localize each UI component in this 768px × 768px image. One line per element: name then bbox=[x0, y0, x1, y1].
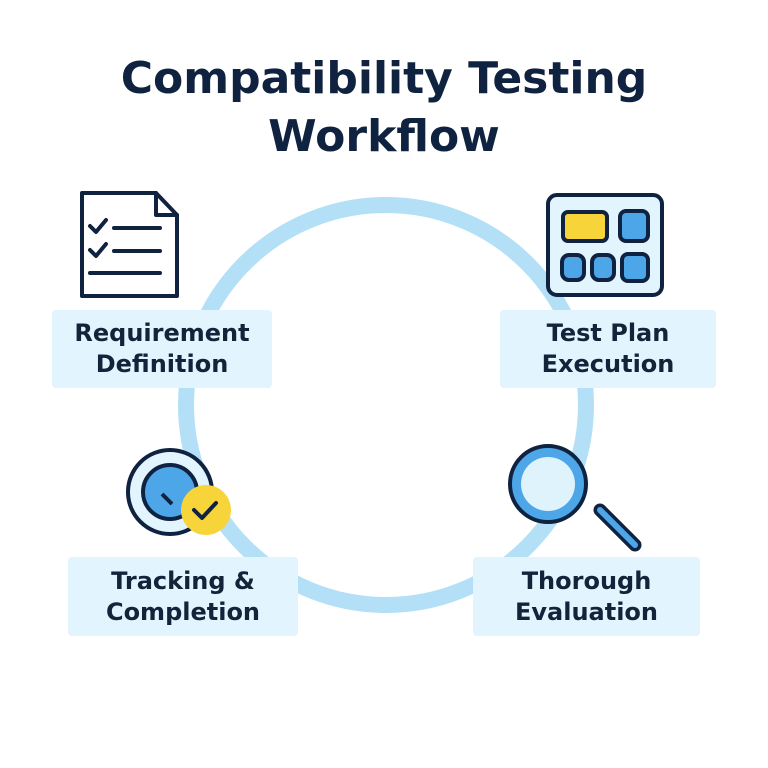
step-label: Requirement bbox=[74, 319, 250, 347]
step-label: Execution bbox=[541, 350, 675, 378]
step-label: Thorough bbox=[521, 566, 652, 595]
title-line-1: Compatibility Testing bbox=[120, 53, 648, 104]
title-line-2: Workflow bbox=[268, 111, 500, 162]
step-label: Evaluation bbox=[514, 597, 658, 626]
dashboard-grid-icon bbox=[546, 193, 664, 297]
cycle-ring bbox=[178, 197, 594, 613]
step-label: Tracking & bbox=[111, 566, 255, 595]
step-label: Test Plan bbox=[546, 319, 670, 347]
magnifying-glass-icon bbox=[508, 444, 642, 552]
step-test-plan-execution: Test Plan Execution bbox=[500, 310, 716, 388]
step-tracking-completion: Tracking & Completion bbox=[68, 557, 298, 636]
step-label: Definition bbox=[95, 350, 229, 378]
step-label: Completion bbox=[105, 597, 261, 626]
step-thorough-evaluation: Thorough Evaluation bbox=[473, 557, 700, 636]
checklist-document-icon bbox=[80, 191, 179, 298]
step-requirement-definition: Requirement Definition bbox=[52, 310, 272, 388]
page-title: Compatibility Testing Workflow bbox=[0, 50, 768, 166]
check-badge-icon bbox=[126, 448, 231, 536]
